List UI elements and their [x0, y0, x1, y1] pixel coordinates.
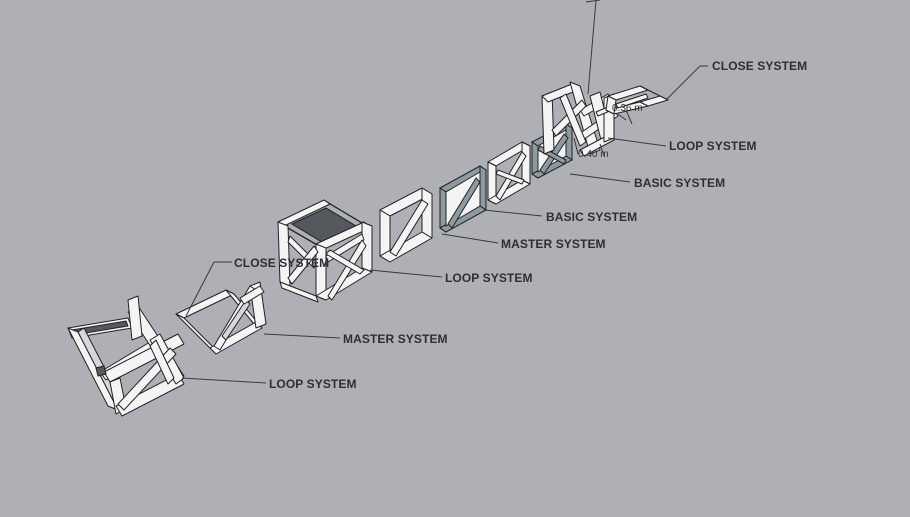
leader-lines — [181, 65, 708, 384]
label-master-system-left: MASTER SYSTEM — [343, 332, 448, 346]
mid-loop-system-frame — [379, 187, 433, 263]
left-loop-system-frame — [67, 295, 185, 417]
label-master-system-mid: MASTER SYSTEM — [501, 237, 606, 251]
top-loop-system-truss — [541, 81, 619, 157]
label-basic-system-mid: BASIC SYSTEM — [546, 210, 638, 224]
label-close-system-top: CLOSE SYSTEM — [712, 59, 808, 73]
label-loop-system-left: LOOP SYSTEM — [269, 377, 357, 391]
dimension-width-label: 0.40 m — [578, 149, 609, 160]
label-basic-system-top: BASIC SYSTEM — [634, 176, 726, 190]
mid-basic-system-frame — [487, 141, 531, 205]
close-system-cube — [277, 199, 373, 303]
label-loop-system-top: LOOP SYSTEM — [669, 139, 757, 153]
mid-master-system-plate — [439, 165, 487, 233]
left-master-system-frame — [175, 281, 267, 355]
label-close-system-left: CLOSE SYSTEM — [234, 256, 330, 270]
dimension-depth-label: 0.36 m — [612, 103, 643, 114]
label-loop-system-mid: LOOP SYSTEM — [445, 271, 533, 285]
dimension-lines — [573, 0, 633, 157]
top-close-system-frame — [605, 85, 669, 115]
